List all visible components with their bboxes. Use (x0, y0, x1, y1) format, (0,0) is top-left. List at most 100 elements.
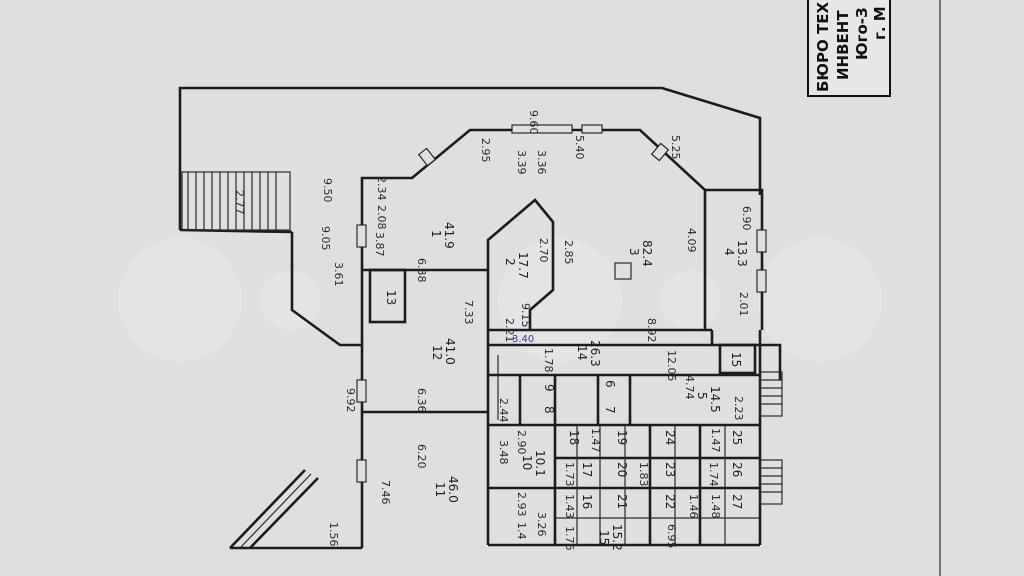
handwritten-note: 3.40 (512, 334, 534, 345)
room-16-number: 16 (580, 494, 594, 509)
dim-label: 6.20 (415, 444, 428, 469)
windows (356, 124, 767, 483)
dim-label: 2.95 (479, 138, 492, 163)
dim-label: 8.92 (645, 318, 658, 343)
dim-label: 2.01 (737, 292, 750, 317)
room-2-area: 17.7 (516, 252, 530, 279)
dim-label: 3.36 (535, 150, 548, 175)
dim-label: 3.87 (373, 232, 386, 257)
exit-stairs (759, 371, 783, 505)
room-4-area: 13.3 (735, 240, 749, 267)
dim-label: 2.90 (515, 430, 528, 455)
room-8-number: 8 (542, 406, 556, 414)
dim-label: 12.05 (665, 350, 678, 382)
interior-walls (362, 190, 760, 545)
dim-label: 9.50 (321, 178, 334, 203)
dim-label: 3.48 (497, 440, 510, 465)
stamp-frame (807, 0, 891, 97)
dim-label: 2.70 (537, 238, 550, 263)
dim-label: 1.74 (707, 462, 720, 487)
outer-walls (178, 86, 782, 550)
dim-label: 9.05 (319, 226, 332, 251)
dim-label: 7.33 (462, 300, 475, 325)
dim-label: 1.78 (542, 348, 555, 373)
dim-label: 1.47 (709, 428, 722, 453)
room-12-area: 41.0 (443, 338, 457, 365)
dim-label: 1.73 (563, 462, 576, 487)
dim-label: 6.95 (665, 524, 678, 549)
dim-label: 6.36 (415, 388, 428, 413)
stamp-line-1: БЮРО ТЕХ (814, 2, 832, 92)
room-18-number: 18 (567, 430, 581, 445)
dim-label: 2.08 (375, 205, 388, 230)
room-5-area: 14.5 (708, 386, 722, 413)
title-stamp: БЮРО ТЕХ ИНВЕНТ Юго-З г. М (807, 0, 891, 97)
room-15b-area: 15.2 (610, 524, 624, 551)
dim-label: 7.46 (379, 480, 392, 505)
room-17-number: 17 (580, 462, 594, 477)
dim-label: 5.25 (669, 135, 682, 160)
dim-label: 6.90 (740, 206, 753, 231)
dim-label: 1.48 (709, 494, 722, 519)
room-6-number: 6 (603, 380, 617, 388)
room-10-area: 10.1 (533, 450, 547, 477)
dim-label: 2.93 (515, 492, 528, 517)
dim-label: 2.23 (732, 396, 745, 421)
dim-label: 4.09 (685, 228, 698, 253)
dim-label: 1.56 (327, 522, 340, 547)
room-2-number: 2 (503, 258, 517, 266)
room-25-number: 25 (730, 430, 744, 445)
dim-label: 3.39 (515, 150, 528, 175)
dim-label: 1.4 (515, 522, 528, 540)
dim-label: 3.61 (332, 262, 345, 287)
room-11-area: 46.0 (446, 476, 460, 503)
room-24-number: 24 (663, 430, 677, 445)
dim-label: 2.77 (233, 190, 246, 215)
room-3-area: 82.4 (640, 240, 654, 267)
dim-label: 6.38 (415, 258, 428, 283)
room-10-number: 10 (520, 455, 534, 470)
dim-label: 2.85 (562, 240, 575, 265)
entrance-stair (181, 171, 291, 231)
room-labels: 1 41.9 2 17.7 3 82.4 4 13.3 5 14.5 6 7 8… (384, 222, 749, 551)
dim-label: 9.15 (519, 303, 532, 328)
dim-label: 1.46 (687, 494, 700, 519)
dim-label: 2.34 (375, 176, 388, 201)
room-15-number: 15 (729, 352, 743, 367)
stamp-line-2: ИНВЕНТ (834, 10, 852, 80)
stamp-line-4: г. М (871, 6, 889, 40)
dim-label: 1.43 (563, 494, 576, 519)
room-1-number: 1 (429, 230, 443, 238)
room-5-number: 5 (695, 392, 709, 400)
dim-label: 5.40 (573, 135, 586, 160)
room-1-area: 41.9 (442, 222, 456, 249)
room-11-number: 11 (433, 482, 447, 497)
room-14-number: 14 (575, 345, 589, 360)
dim-label: 9.92 (344, 388, 357, 413)
room-21-number: 21 (615, 494, 629, 509)
dim-label: 1.76 (563, 526, 576, 551)
room-26-number: 26 (730, 462, 744, 477)
watermark (118, 238, 882, 362)
room-20-number: 20 (615, 462, 629, 477)
entrance-ramp (229, 469, 319, 549)
dim-label: 1.83 (637, 462, 650, 487)
stamp-line-3: Юго-З (853, 7, 871, 60)
room-23-number: 23 (663, 462, 677, 477)
room-13-number: 13 (384, 290, 398, 305)
room-22-number: 22 (663, 494, 677, 509)
room-14-area: 26.3 (588, 340, 602, 367)
room-27-number: 27 (730, 494, 744, 509)
dim-label: 2.44 (497, 398, 510, 423)
room-9-number: 9 (542, 384, 556, 392)
dim-label: 4.74 (683, 375, 696, 400)
dim-label: 1.47 (589, 428, 602, 453)
room-4-number: 4 (722, 248, 736, 256)
room-3-number: 3 (627, 248, 641, 256)
room-7-number: 7 (603, 406, 617, 414)
dim-label: 3.26 (535, 512, 548, 537)
room-19-number: 19 (615, 430, 629, 445)
dim-label: 9.60 (527, 110, 540, 135)
